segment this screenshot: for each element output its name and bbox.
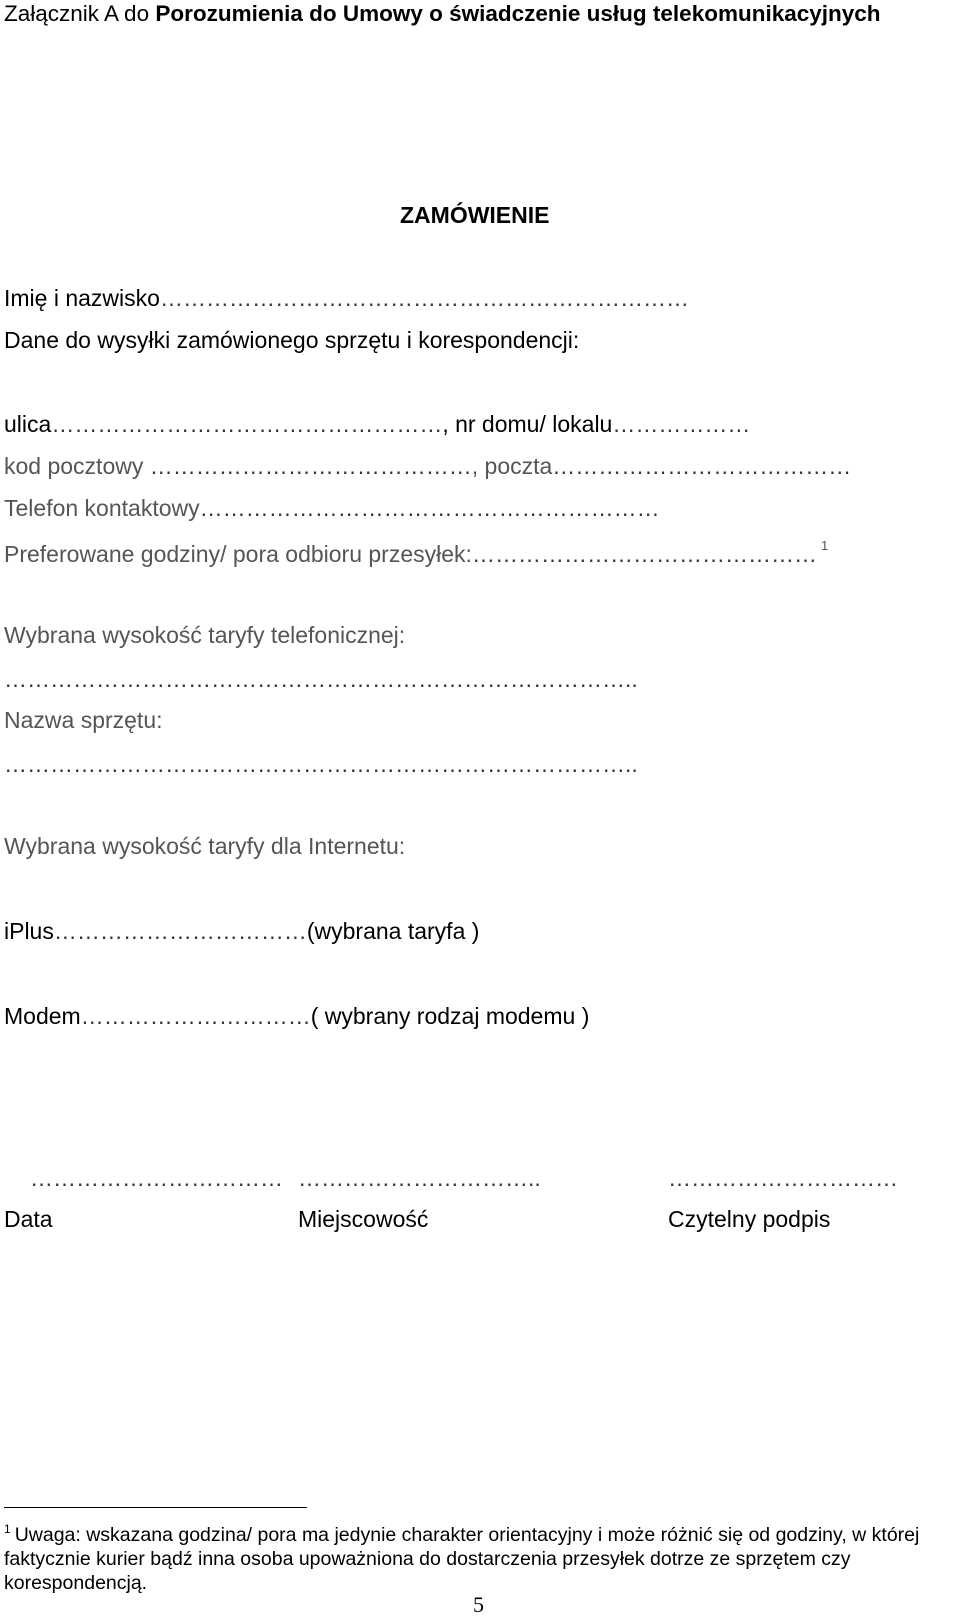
modem-note: ( wybrany rodzaj modemu ) [310, 1003, 590, 1029]
footnote-divider [4, 1507, 307, 1508]
phone-tariff-heading: Wybrana wysokość taryfy telefonicznej: [4, 622, 405, 649]
phone-field[interactable]: …………………………………………………… [199, 495, 660, 521]
signature-label: Czytelny podpis [668, 1206, 831, 1232]
post-field[interactable]: ………………………………… [552, 453, 852, 479]
internet-tariff-label: Wybrana wysokość taryfy dla Internetu: [4, 833, 406, 859]
hours-field[interactable]: ……………………………………… [471, 541, 817, 567]
name-row: Imię i nazwisko…………………………………………………………… [4, 285, 689, 312]
iplus-note: (wybrana taryfa ) [306, 918, 480, 944]
footnote-ref: 1 [820, 538, 829, 553]
footnote-number: 1 [4, 1522, 11, 1536]
iplus-field[interactable]: …………………………… [53, 918, 307, 944]
footnote-text: Uwaga: wskazana godzina/ pora ma jedynie… [4, 1524, 920, 1594]
device-label: Nazwa sprzętu: [4, 707, 163, 733]
name-field[interactable]: …………………………………………………………… [159, 285, 689, 311]
house-field[interactable]: ……………… [612, 411, 751, 437]
postcode-label: kod pocztowy [4, 453, 144, 479]
device-heading: Nazwa sprzętu: [4, 707, 163, 734]
phone-tariff-row: ……………………………………………………………………….. [4, 666, 638, 693]
page-number: 5 [473, 1592, 484, 1617]
street-label: ulica [4, 411, 52, 437]
name-label: Imię i nazwisko [4, 285, 160, 311]
device-field[interactable]: ……………………………………………………………………….. [4, 751, 638, 777]
shipping-label: Dane do wysyłki zamówionego sprzętu i ko… [4, 327, 580, 353]
phone-label: Telefon kontaktowy [4, 495, 200, 521]
iplus-label: iPlus [4, 918, 54, 944]
place-field[interactable]: ………………………….. [298, 1165, 541, 1191]
phone-tariff-field[interactable]: ……………………………………………………………………….. [4, 666, 638, 692]
hours-label: Preferowane godziny/ pora odbioru przesy… [4, 541, 472, 567]
modem-label: Modem [4, 1003, 81, 1029]
iplus-row: iPlus……………………………(wybrana taryfa ) [4, 918, 479, 945]
phone-tariff-label: Wybrana wysokość taryfy telefonicznej: [4, 622, 406, 648]
postcode-field[interactable]: …………………………………… [149, 453, 472, 479]
shipping-heading: Dane do wysyłki zamówionego sprzętu i ko… [4, 327, 579, 354]
date-field[interactable]: …………………………… [30, 1165, 283, 1191]
device-row: ……………………………………………………………………….. [4, 751, 638, 778]
street-field[interactable]: …………………………………………… [51, 411, 443, 437]
document-header: Załącznik A do Porozumienia do Umowy o ś… [4, 0, 944, 28]
postcode-row: kod pocztowy ……………………………………, poczta……………… [4, 453, 851, 480]
hours-row: Preferowane godziny/ pora odbioru przesy… [4, 538, 828, 568]
modem-row: Modem…………………………( wybrany rodzaj modemu ) [4, 1003, 589, 1030]
date-label: Data [4, 1206, 53, 1232]
page-title: ZAMÓWIENIE [400, 202, 550, 228]
header-bold-title: Porozumienia do Umowy o świadczenie usłu… [155, 1, 881, 26]
place-label: Miejscowość [298, 1206, 429, 1232]
house-label: , nr domu/ lokalu [442, 411, 613, 437]
internet-tariff-heading: Wybrana wysokość taryfy dla Internetu: [4, 833, 405, 860]
modem-field[interactable]: ………………………… [80, 1003, 311, 1029]
header-prefix: Załącznik A do [4, 1, 156, 26]
signature-field[interactable]: ………………………… [668, 1165, 898, 1191]
post-label: , poczta [471, 453, 553, 479]
phone-row: Telefon kontaktowy…………………………………………………… [4, 495, 660, 522]
street-row: ulica……………………………………………, nr domu/ lokalu…… [4, 411, 750, 438]
